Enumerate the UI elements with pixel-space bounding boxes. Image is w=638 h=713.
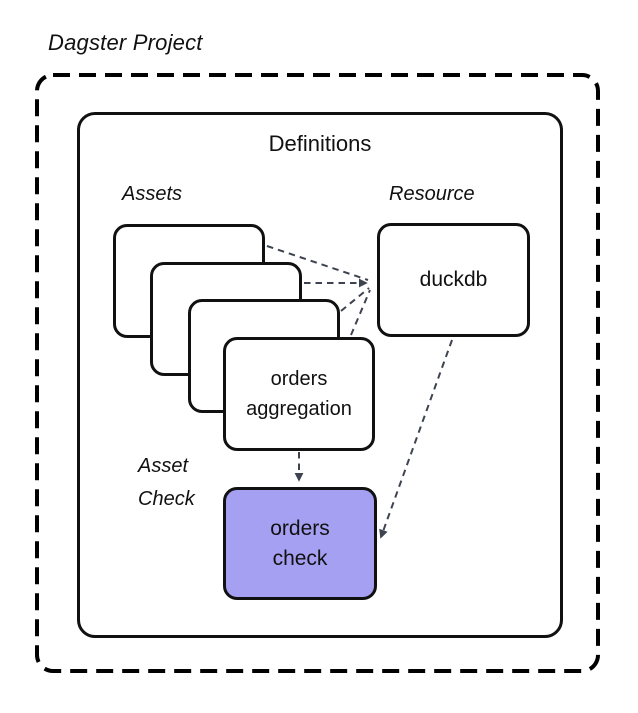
orders-aggregation-label: orders aggregation	[246, 368, 352, 420]
dagster-project-label: Dagster Project	[48, 30, 203, 55]
dashed-border-shape	[35, 73, 600, 673]
definitions-title: Definitions	[268, 131, 372, 156]
resource-node-duckdb: duckdb	[377, 223, 530, 337]
duckdb-label: duckdb	[419, 268, 488, 291]
asset-check-group-label: Asset Check	[138, 455, 195, 510]
dagster-project-boundary	[35, 73, 600, 673]
asset-check-node-orders-check: orders check	[223, 487, 377, 600]
asset-node-orders-aggregation: orders aggregation	[223, 337, 375, 451]
assets-group-label: Assets	[122, 183, 183, 205]
orders-check-label: orders check	[270, 516, 330, 570]
resource-group-label: Resource	[389, 183, 475, 205]
